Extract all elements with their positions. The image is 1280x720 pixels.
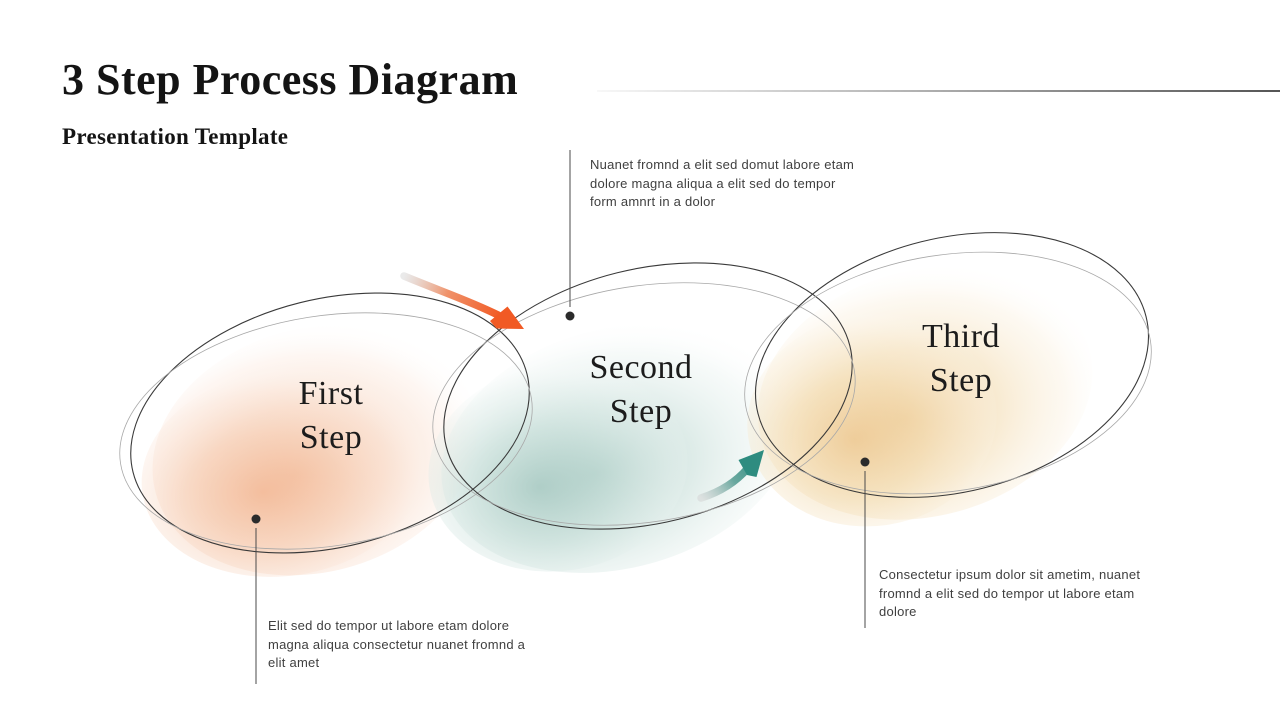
step1-ellipse-outline	[119, 292, 533, 554]
orange-curved-arrow-icon	[400, 272, 524, 329]
step3-fill-blob	[747, 266, 1093, 527]
step2-label-line1: Second	[589, 349, 693, 386]
step2-fill-blob	[428, 323, 795, 573]
step3-label: Third Step	[922, 315, 1000, 403]
step3-label-line2: Step	[929, 362, 993, 399]
step1-label-line2: Step	[299, 419, 363, 456]
callout-dot-top	[565, 311, 575, 321]
step2-label-line2: Step	[609, 393, 673, 430]
callout-line: dolore	[879, 604, 917, 619]
callout-dot-right	[860, 457, 870, 467]
callout-line: Elit sed do tempor ut labore etam dolore	[268, 618, 510, 633]
title-divider-line	[597, 90, 1280, 92]
step2-ellipse-outline	[432, 262, 856, 530]
step1-label: First Step	[299, 372, 364, 460]
teal-curved-arrow-icon	[697, 450, 764, 502]
step2-label: Second Step	[589, 346, 692, 434]
callout-line: fromnd a elit sed do tempor ut labore et…	[879, 585, 1135, 601]
slide-subtitle: Presentation Template	[62, 124, 289, 149]
step3-ellipse-outline	[744, 232, 1152, 498]
step1-label-line1: First	[298, 375, 364, 412]
slide-title: 3 Step Process Diagram	[62, 55, 519, 104]
callout-line: dolore magna aliqua a elit sed do tempor	[590, 175, 836, 191]
step2-callout-text: Nuanet fromnd a elit sed domut labore et…	[590, 156, 854, 212]
callout-line: elit amet	[268, 655, 320, 670]
step3-callout-text: Consectetur ipsum dolor sit ametim, nuan…	[879, 566, 1140, 622]
callout-line: Nuanet fromnd a elit sed domut labore et…	[590, 157, 855, 172]
callout-line: form amnrt in a dolor	[590, 194, 716, 209]
callout-line: magna aliqua consectetur nuanet fromnd a	[268, 636, 526, 652]
callout-dot-left	[251, 514, 261, 524]
step1-fill-blob	[141, 324, 478, 577]
callout-line: Consectetur ipsum dolor sit ametim, nuan…	[879, 567, 1141, 582]
step1-callout-text: Elit sed do tempor ut labore etam dolore…	[268, 617, 525, 673]
step3-label-line1: Third	[921, 318, 1001, 355]
